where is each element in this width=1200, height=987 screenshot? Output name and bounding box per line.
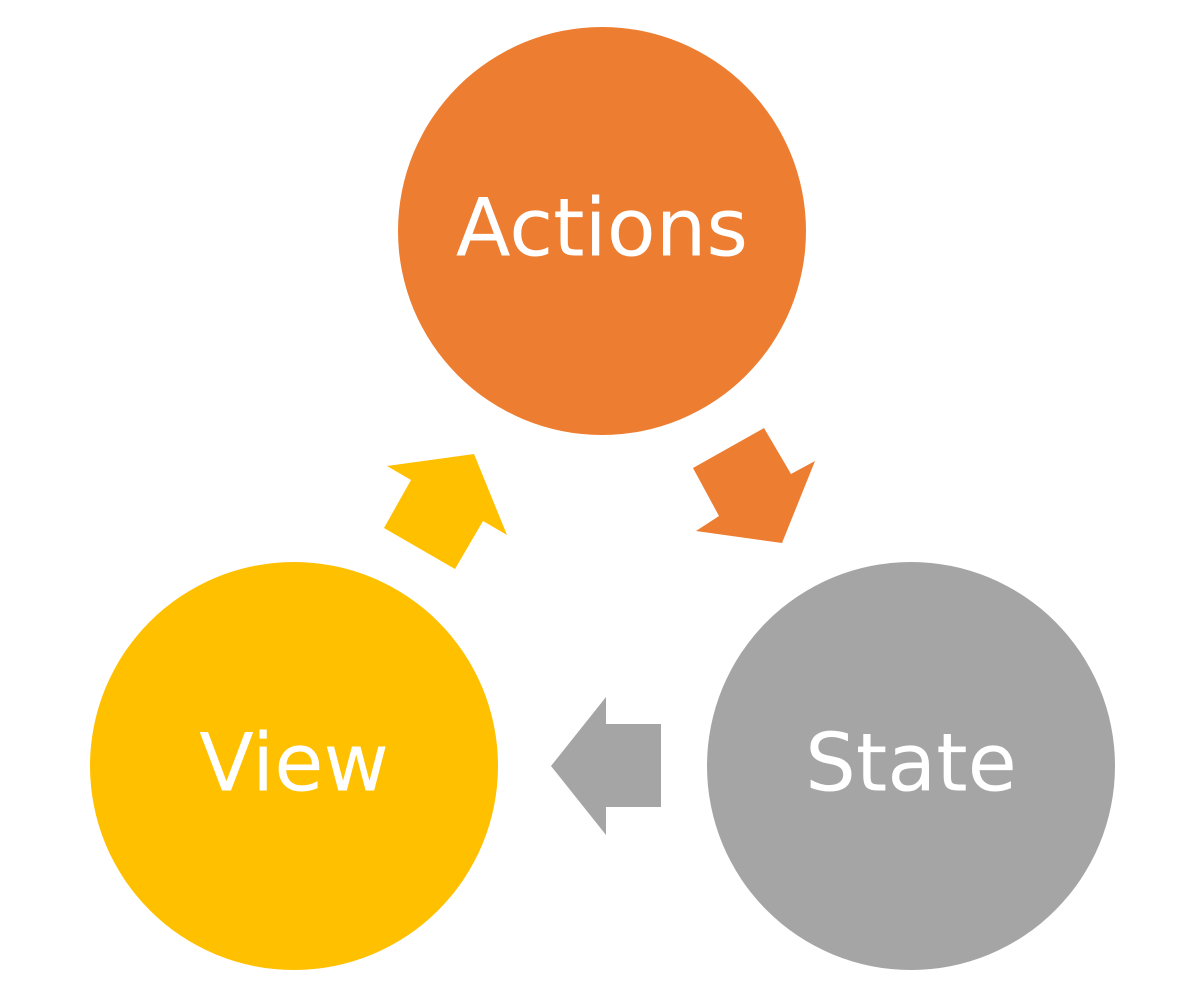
node-view-circle — [90, 562, 498, 970]
arrow-view-to-actions — [384, 454, 507, 569]
node-view: View — [90, 562, 498, 970]
node-state-circle — [707, 562, 1115, 970]
arrow-actions-to-state — [693, 428, 815, 543]
node-actions-label: Actions — [456, 182, 748, 275]
node-state-label: State — [805, 717, 1017, 810]
node-actions-circle — [398, 27, 806, 435]
node-actions: Actions — [398, 27, 806, 435]
arrow-state-to-view — [551, 697, 661, 835]
node-view-label: View — [199, 717, 389, 810]
node-state: State — [707, 562, 1115, 970]
